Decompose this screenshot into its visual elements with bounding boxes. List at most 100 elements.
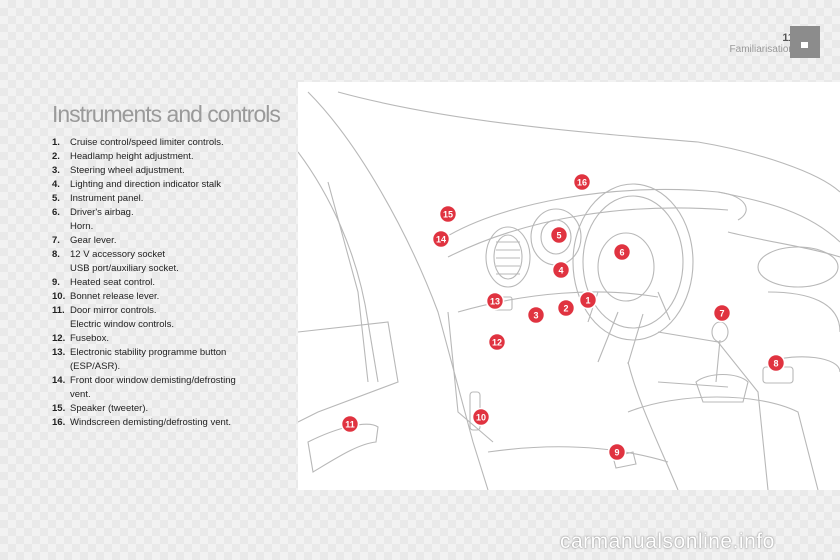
item-text: Gear lever. [70,235,117,246]
callout-marker: 15 [438,204,458,224]
marker-circle [438,204,458,224]
callout-marker: 6 [612,242,632,262]
item-text: Door mirror controls. Electric window co… [70,305,175,330]
control-item: 13.Electronic stability programme button… [52,346,292,374]
callout-marker: 11 [340,414,360,434]
marker-label: 4 [558,266,563,276]
item-number: 9. [52,277,60,288]
control-item: 3.Steering wheel adjustment. [52,164,292,178]
marker-circle [551,260,571,280]
item-number: 8. [52,249,60,260]
callout-marker: 4 [551,260,571,280]
marker-circle [607,442,627,462]
watermark: carmanualsonline.info [560,530,775,553]
marker-label: 14 [436,235,446,245]
callout-marker: 3 [526,305,546,325]
control-item: 7. Gear lever. [52,234,292,248]
callout-marker: 12 [487,332,507,352]
marker-circle [471,407,491,427]
marker-label: 6 [619,248,624,258]
marker-label: 2 [563,304,568,314]
item-number: 4. [52,179,60,190]
callout-marker: 2 [556,298,576,318]
marker-label: 8 [773,359,778,369]
item-text: Cruise control/speed limiter controls. [70,137,224,148]
marker-label: 15 [443,210,453,220]
control-item: 6. Driver's airbag. Horn. [52,206,292,234]
item-number: 13. [52,347,66,358]
marker-circle [612,242,632,262]
item-number: 10. [52,291,66,302]
callout-marker: 13 [485,291,505,311]
item-number: 5. [52,193,60,204]
item-number: 11. [52,305,65,316]
callout-marker: 9 [607,442,627,462]
marker-circle [712,303,732,323]
marker-label: 11 [345,420,355,430]
control-item: 2. Headlamp height adjustment. [52,150,292,164]
marker-circle [485,291,505,311]
control-item: 9. Heated seat control. [52,276,292,290]
item-text: Windscreen demisting/defrosting vent. [70,417,232,428]
control-item: 8. 12 V accessory socket USB port/auxilia… [52,248,292,276]
marker-label: 9 [614,448,619,458]
diagram-background [298,82,840,490]
marker-circle [578,290,598,310]
item-text: Driver's airbag. Horn. [70,207,134,232]
item-number: 15. [52,403,66,414]
marker-label: 12 [492,338,502,348]
callout-marker: 16 [572,172,592,192]
page-header: 11 Familiarisation [730,32,794,56]
marker-label: 7 [719,309,724,319]
item-text: Heated seat control. [70,277,156,288]
tab-square-icon [801,42,808,48]
page-tab-marker [790,26,820,58]
marker-label: 5 [556,231,561,241]
control-item: 5. Instrument panel. [52,192,292,206]
control-item: 10. Bonnet release lever. [52,290,292,304]
marker-circle [487,332,507,352]
item-number: 3. [52,165,60,176]
control-item: 16. Windscreen demisting/defrosting vent. [52,416,292,430]
item-text: Speaker (tweeter). [70,403,149,414]
item-text: Front door window demisting/defrosting v… [70,375,236,400]
marker-circle [526,305,546,325]
page-number: 11 [782,32,794,44]
item-number: 6. [52,207,60,218]
marker-label: 10 [476,413,486,423]
callout-marker: 5 [549,225,569,245]
item-text: Bonnet release lever. [70,291,160,302]
marker-circle [556,298,576,318]
item-number: 7. [52,235,60,246]
control-item: 14. Front door window demisting/defrostin… [52,374,292,402]
item-text: Lighting and direction indicator stalk [70,179,222,190]
marker-circle [340,414,360,434]
page-title: Instruments and controls [52,101,281,128]
marker-label: 13 [490,297,500,307]
item-text: Instrument panel. [70,193,144,204]
callout-marker: 7 [712,303,732,323]
item-number: 2. [52,151,60,162]
callout-marker: 1 [578,290,598,310]
item-text: Fusebox. [70,333,110,344]
item-number: 14. [52,375,66,386]
item-text: 12 V accessory socket USB port/auxiliary… [70,249,179,274]
control-item: 1. Cruise control/speed limiter controls. [52,136,292,150]
item-number: 16. [52,417,66,428]
item-text: Headlamp height adjustment. [70,151,194,162]
marker-label: 1 [585,296,590,306]
control-item: 11. Door mirror controls. Electric window… [52,304,292,332]
control-item: 4. Lighting and direction indicator stalk [52,178,292,192]
marker-circle [549,225,569,245]
controls-list: 1. Cruise control/speed limiter controls.… [52,136,292,430]
item-number: 1. [52,137,60,148]
control-item: 12.Fusebox. [52,332,292,346]
marker-label: 16 [577,178,587,188]
callout-marker: 8 [766,353,786,373]
marker-circle [431,229,451,249]
marker-circle [766,353,786,373]
marker-label: 3 [533,311,538,321]
